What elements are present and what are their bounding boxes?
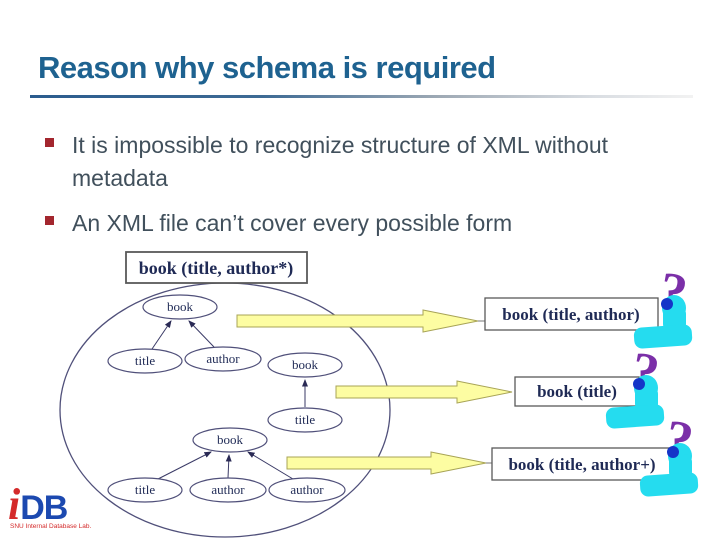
block-arrow-right-icon	[286, 451, 487, 475]
question-dot	[633, 378, 645, 390]
tree-node	[107, 348, 183, 374]
tree-node	[184, 346, 262, 372]
tree-node-label: book	[217, 432, 244, 447]
figure-base	[633, 324, 693, 349]
tree-node-label: book	[167, 299, 194, 314]
slide-title: Reason why schema is required	[38, 50, 496, 85]
title-underline	[30, 95, 693, 98]
tree-node-label: author	[290, 482, 324, 497]
tree-edge	[151, 320, 172, 350]
logo-db-letters: DB	[20, 489, 68, 527]
logo-i-letter: i	[8, 480, 21, 529]
tree-edge	[157, 451, 212, 480]
bullet-text: It is impossible to recognize structure …	[72, 132, 609, 191]
xml-tree-1: book title author	[107, 294, 262, 374]
tree-node	[267, 407, 343, 433]
logo-subtitle: SNU Internal Database Lab.	[10, 523, 92, 530]
question-person-icon: ?	[633, 260, 693, 349]
figure-base	[605, 404, 665, 429]
question-dot	[667, 446, 679, 458]
bullet-item: An XML file can’t cover every possible f…	[45, 207, 635, 240]
tree-node-label: title	[135, 482, 155, 497]
tree-node-label: author	[211, 482, 245, 497]
result-label: book (title, author+)	[508, 455, 655, 474]
tree-edge	[225, 454, 232, 479]
tree-node	[192, 427, 268, 453]
xml-tree-2: book title	[267, 352, 343, 433]
question-person-icon: ?	[605, 340, 665, 429]
question-dot	[661, 298, 673, 310]
block-arrow-right-icon	[335, 380, 513, 404]
figure-base	[639, 472, 699, 497]
tree-node-label: title	[295, 412, 315, 427]
result-box-3: book (title, author+)	[491, 447, 674, 481]
result-label: book (title)	[537, 382, 617, 401]
tree-edge	[247, 451, 294, 480]
tree-node	[142, 294, 218, 320]
tree-node	[189, 477, 267, 503]
bullet-item: It is impossible to recognize structure …	[45, 129, 635, 194]
bullet-marker-icon	[45, 138, 54, 147]
schema-definition-box: book (title, author*)	[125, 251, 308, 284]
bullet-marker-icon	[45, 216, 54, 226]
tree-node-label: author	[206, 351, 240, 366]
result-box-2: book (title)	[514, 376, 640, 407]
bullet-list: It is impossible to recognize structure …	[45, 129, 635, 253]
schema-definition-label: book (title, author*)	[139, 258, 294, 279]
idb-logo: iDB SNU Internal Database Lab.	[8, 483, 91, 531]
bullet-text: An XML file can’t cover every possible f…	[72, 210, 513, 237]
tree-node	[267, 352, 343, 378]
tree-node	[107, 477, 183, 503]
block-arrow-right-icon	[236, 309, 479, 333]
result-box-1: book (title, author)	[484, 297, 659, 331]
xml-tree-3: book title author author	[107, 427, 346, 503]
tree-node-label: title	[135, 353, 155, 368]
tree-node	[268, 477, 346, 503]
result-label: book (title, author)	[502, 305, 639, 324]
tree-edge	[188, 320, 215, 348]
tree-node-label: book	[292, 357, 319, 372]
